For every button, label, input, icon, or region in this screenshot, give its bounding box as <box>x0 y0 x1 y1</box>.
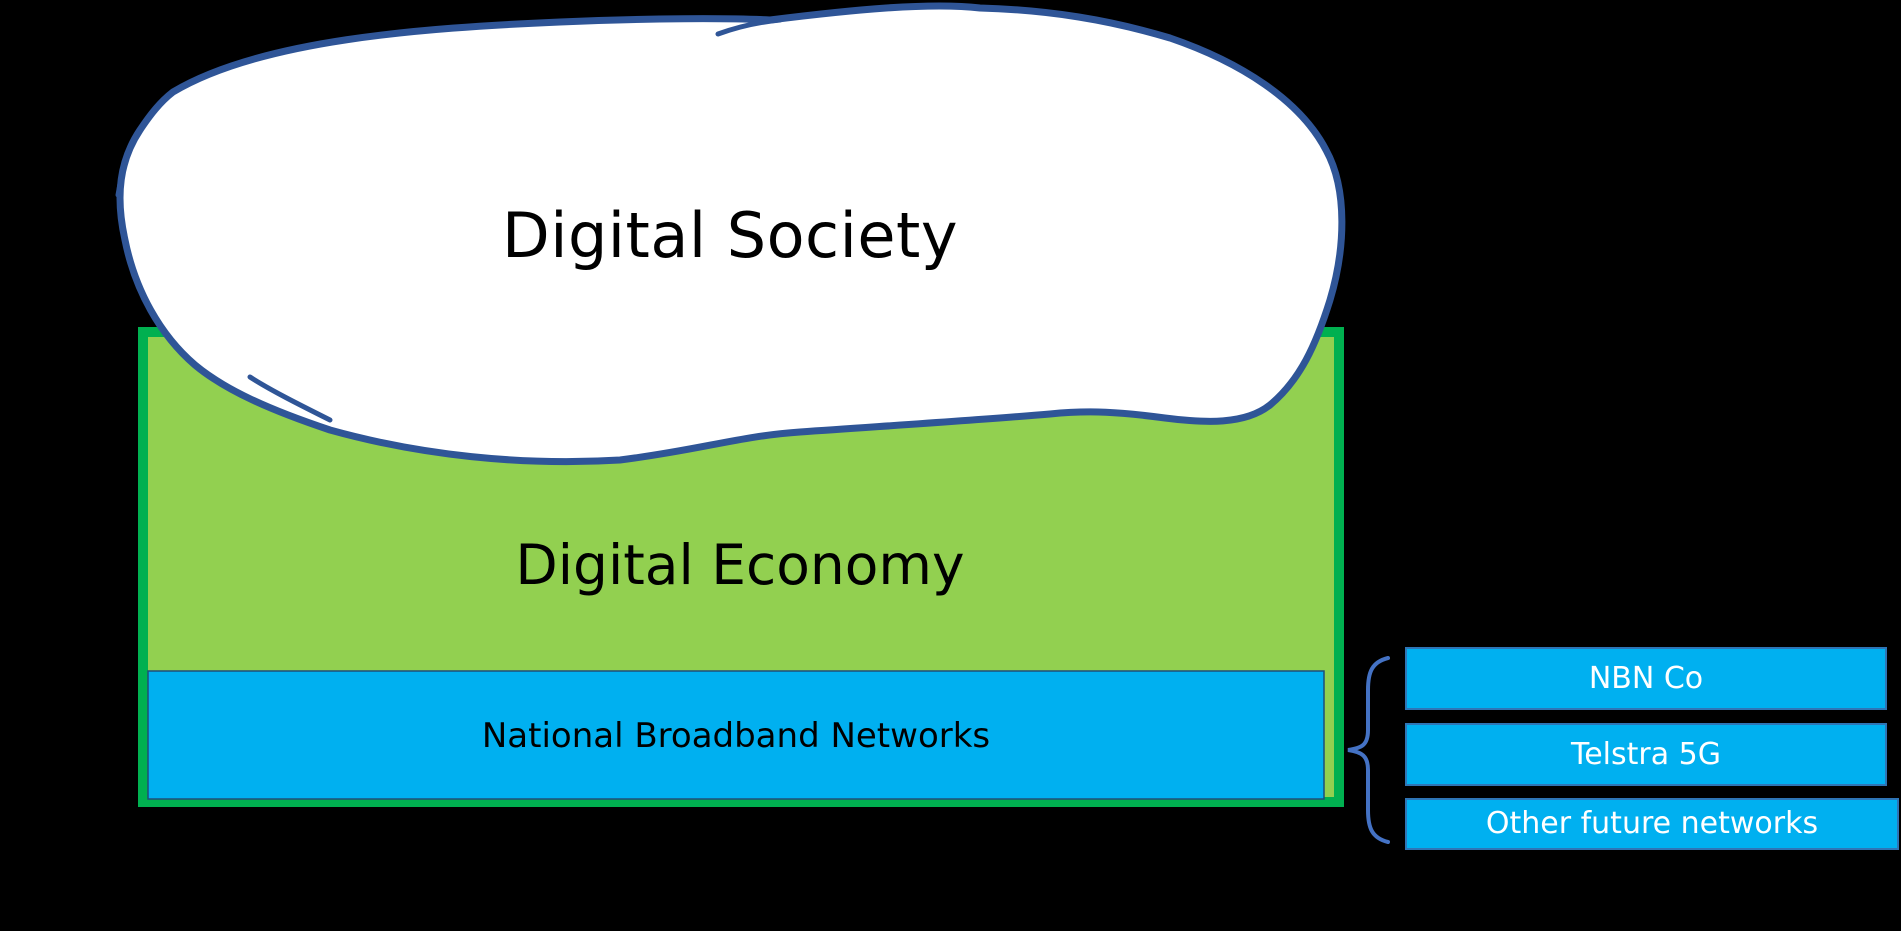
cloud-stroke-tail-top <box>715 17 783 37</box>
digital-society-cloud <box>116 2 1346 466</box>
cloud-stroke-tail-bottom <box>247 374 333 423</box>
digital-society-label: Digital Society <box>501 199 959 272</box>
network-label-other-future: Other future networks <box>1485 806 1819 841</box>
cloud-stroke-tail-left <box>115 127 143 198</box>
digital-economy-label: Digital Economy <box>515 533 965 597</box>
curly-brace-icon <box>1347 656 1390 844</box>
network-box-nbn-co <box>1405 647 1887 710</box>
network-label-telstra-5g: Telstra 5G <box>1571 737 1721 772</box>
national-broadband-label: National Broadband Networks <box>481 716 991 756</box>
network-box-telstra-5g <box>1405 723 1887 786</box>
network-box-other-future <box>1405 798 1899 850</box>
network-label-nbn-co: NBN Co <box>1588 661 1704 696</box>
national-broadband-box <box>147 670 1325 800</box>
